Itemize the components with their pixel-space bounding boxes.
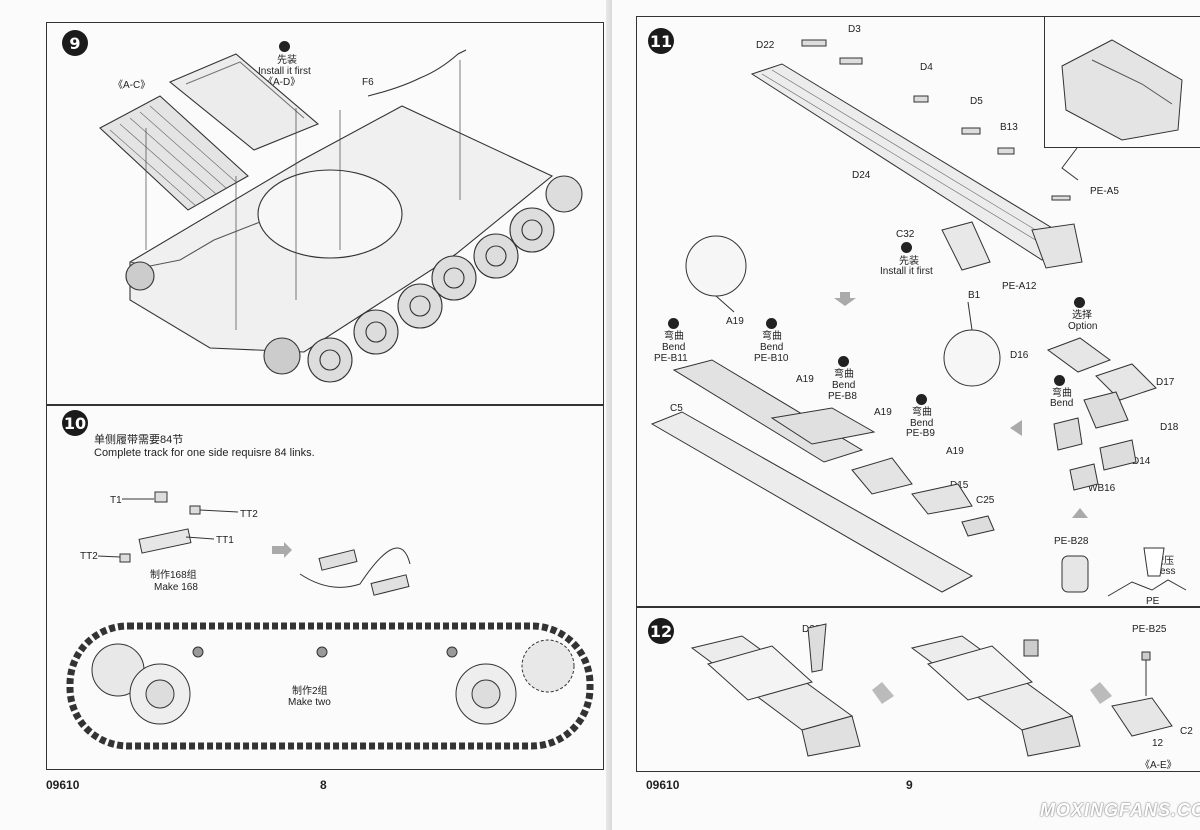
part-label: PE-A12 [1002, 281, 1037, 292]
fender-assembly-drawing [650, 39, 1187, 597]
bend-icon [838, 356, 849, 367]
part-label: D14 [1132, 456, 1151, 467]
part-label: TT2 [240, 509, 258, 520]
bend-label-en: Bend [1050, 398, 1074, 409]
right-page: 11 D22 D3 D4 D5 B13 D24 PE-A5 C32 先装 Ins… [612, 0, 1200, 830]
part-label: PE-A5 [1090, 186, 1119, 197]
right-page-frame [636, 16, 1200, 772]
make-label-cn: 制作2组 [292, 686, 328, 697]
bend-icon [916, 394, 927, 405]
bend-label-en: Bend [760, 342, 784, 353]
part-label: T1 [110, 495, 122, 506]
part-label: A19 [874, 407, 892, 418]
hull-assembly-drawing [99, 49, 583, 383]
step-number: 12 [648, 618, 674, 644]
page-number: 9 [906, 778, 913, 792]
bend-label-en: Bend [832, 380, 856, 391]
part-label: 12 [1152, 738, 1164, 749]
part-label: A19 [726, 316, 744, 327]
install-first-icon [901, 242, 912, 253]
bend-label-en: Bend [910, 418, 934, 429]
part-label: D16 [1010, 350, 1029, 361]
step-divider [636, 606, 1200, 608]
part-label: C2 [1180, 726, 1193, 737]
install-first-label-cn: 先装 [899, 256, 919, 267]
watermark: MOXINGFANS.COM [1040, 800, 1200, 820]
part-label: PE-B9 [906, 428, 935, 439]
bend-label-cn: 弯曲 [762, 331, 782, 342]
rear-fender-drawing [690, 623, 1173, 757]
part-label: WB16 [1088, 483, 1116, 494]
left-page: 9 先装 Install it first 《A-D》 《A-C》 F6 [46, 22, 604, 792]
bend-label-en: Bend [662, 342, 686, 353]
bend-label-cn: 弯曲 [1052, 388, 1072, 399]
step-number: 9 [62, 30, 88, 56]
part-label: D5 [970, 96, 983, 107]
option-icon [1074, 297, 1085, 308]
press-label-en: Press [1150, 566, 1176, 577]
left-page-frame [46, 22, 604, 770]
bend-label-cn: 弯曲 [664, 331, 684, 342]
part-label: C5 [670, 403, 683, 414]
option-label-cn: 选择 [1072, 310, 1092, 321]
part-label: 《A-E》 [1140, 760, 1177, 771]
part-label: D18 [1160, 422, 1179, 433]
part-label: 《A-D》 [263, 77, 301, 88]
part-label: D17 [1156, 377, 1175, 388]
bend-label-cn: 弯曲 [912, 407, 932, 418]
part-label: C25 [976, 495, 995, 506]
install-first-icon [279, 41, 290, 52]
part-label: PE-B11 [654, 353, 688, 364]
track-note-cn: 单侧履带需要84节 [94, 434, 184, 446]
page-number: 8 [320, 778, 327, 792]
part-label: TT1 [216, 535, 234, 546]
page-code: 09610 [46, 778, 80, 792]
make-label-cn: 制作168组 [150, 570, 197, 581]
press-label-cn: 按压 [1154, 556, 1174, 567]
page-code: 09610 [646, 778, 680, 792]
part-label: PE-B25 [1132, 624, 1167, 635]
part-label: PE-B8 [828, 391, 857, 402]
part-label: F6 [362, 77, 374, 88]
part-label: A19 [946, 446, 964, 457]
part-label: B13 [1000, 122, 1018, 133]
make-label-en: Make two [288, 697, 331, 708]
bend-icon [766, 318, 777, 329]
step-divider [46, 404, 604, 406]
bend-label-cn: 弯曲 [834, 369, 854, 380]
part-label: PE [1146, 596, 1160, 607]
part-label: D4 [920, 62, 933, 73]
install-first-label-en: Install it first [258, 66, 311, 77]
part-label: PE-B10 [754, 353, 789, 364]
part-label: D24 [852, 170, 871, 181]
step-number: 10 [62, 410, 88, 436]
make-label-en: Make 168 [154, 582, 198, 593]
bend-icon [1054, 375, 1065, 386]
track-note-en: Complete track for one side requisre 84 … [94, 447, 315, 459]
bend-icon [668, 318, 679, 329]
part-label: D22 [756, 40, 775, 51]
part-label: C32 [896, 229, 915, 240]
step-number: 11 [648, 28, 674, 54]
option-label-en: Option [1068, 321, 1098, 332]
part-label: D3 [848, 24, 861, 35]
part-label: B1 [968, 290, 981, 301]
part-label: PE-B28 [1054, 536, 1089, 547]
track-assembly-drawing [66, 491, 594, 750]
part-label: A19 [796, 374, 814, 385]
part-label: 《A-C》 [113, 80, 151, 91]
part-label: TT2 [80, 551, 98, 562]
install-first-label-en: Install it first [880, 266, 933, 277]
install-first-label-cn: 先装 [277, 55, 297, 66]
